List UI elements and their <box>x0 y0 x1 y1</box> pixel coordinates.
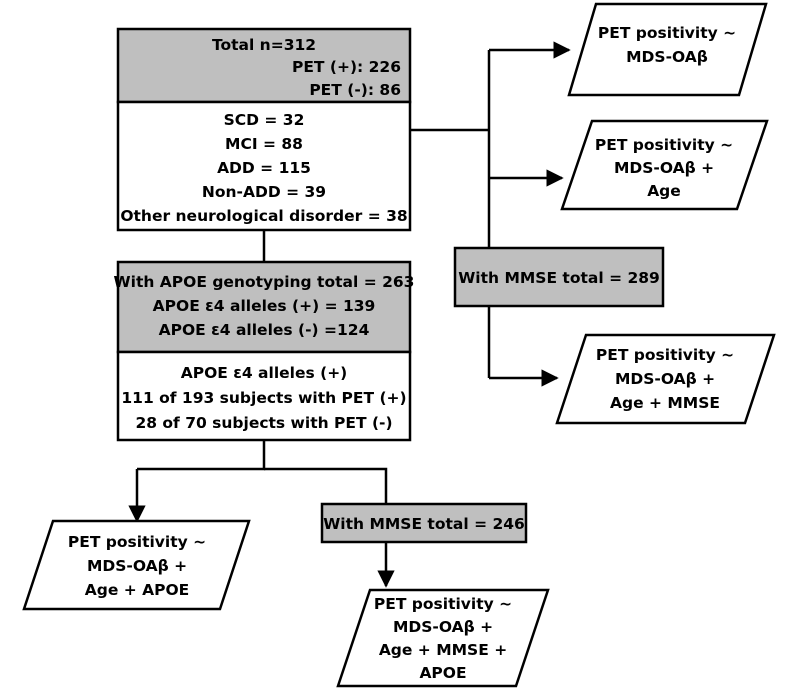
model-2-line: PET positivity ~ <box>595 136 733 154</box>
apoe-line: APOE ε4 alleles (-) =124 <box>159 321 370 339</box>
apoe-box-header <box>116 260 412 354</box>
model-1-shape <box>567 2 768 97</box>
model-5-line: APOE <box>419 664 466 682</box>
model-4-line: MDS-OAβ + <box>87 557 187 575</box>
total-title: Total n=312 <box>212 36 316 54</box>
diagnosis-line: Other neurological disorder = 38 <box>120 207 407 225</box>
total-pet-negative: PET (-): 86 <box>309 81 401 99</box>
total-box: Total n=312 PET (+): 226 PET (-): 86 SCD… <box>116 27 412 232</box>
model-2-line: Age <box>647 182 681 200</box>
apoe-detail-line: 28 of 70 subjects with PET (-) <box>135 414 392 432</box>
model-5-parallelogram: PET positivity ~ MDS-OAβ + Age + MMSE + … <box>336 588 550 688</box>
total-box-header <box>116 27 412 104</box>
apoe-line: With APOE genotyping total = 263 <box>114 273 415 291</box>
apoe-line: APOE ε4 alleles (+) = 139 <box>153 297 376 315</box>
diagnosis-line: Non-ADD = 39 <box>202 183 326 201</box>
connector-apoe-to-bottom-branch <box>137 440 266 471</box>
apoe-detail-line: APOE ε4 alleles (+) <box>181 364 348 382</box>
diagnosis-line: ADD = 115 <box>217 159 311 177</box>
model-1-line: MDS-OAβ <box>626 48 708 66</box>
mmse-right-box: With MMSE total = 289 <box>453 246 665 308</box>
mmse-bottom-box-rect <box>320 502 528 544</box>
model-3-shape <box>555 333 776 425</box>
model-2-parallelogram: PET positivity ~ MDS-OAβ + Age <box>560 119 769 211</box>
model-5-line: Age + MMSE + <box>379 641 507 659</box>
connector-to-mmse-bottom <box>264 467 388 504</box>
diagnosis-line: SCD = 32 <box>224 111 305 129</box>
model-1-parallelogram: PET positivity ~ MDS-OAβ <box>567 2 768 97</box>
model-5-line: PET positivity ~ <box>374 595 512 613</box>
model-2-shape <box>560 119 769 211</box>
model-5-shape <box>336 588 550 688</box>
model-1-line: PET positivity ~ <box>598 24 736 42</box>
model-2-line: MDS-OAβ + <box>614 159 714 177</box>
model-3-line: PET positivity ~ <box>596 346 734 364</box>
mmse-right-box-rect <box>453 246 665 308</box>
mmse-bottom-label: With MMSE total = 246 <box>323 515 525 533</box>
connectors <box>128 41 571 588</box>
model-4-shape <box>22 519 251 611</box>
model-3-line: Age + MMSE <box>610 394 720 412</box>
apoe-detail-line: 111 of 193 subjects with PET (+) <box>121 389 406 407</box>
mmse-bottom-box: With MMSE total = 246 <box>320 502 528 544</box>
model-3-parallelogram: PET positivity ~ MDS-OAβ + Age + MMSE <box>555 333 776 425</box>
model-5-line: MDS-OAβ + <box>393 618 493 636</box>
model-3-line: MDS-OAβ + <box>615 370 715 388</box>
model-4-parallelogram: PET positivity ~ MDS-OAβ + Age + APOE <box>22 519 251 611</box>
mmse-right-label: With MMSE total = 289 <box>458 269 660 287</box>
apoe-box: With APOE genotyping total = 263 APOE ε4… <box>114 260 415 442</box>
diagnosis-line: MCI = 88 <box>225 135 303 153</box>
model-4-line: PET positivity ~ <box>68 533 206 551</box>
total-pet-positive: PET (+): 226 <box>292 58 401 76</box>
total-box-body <box>116 100 412 232</box>
apoe-box-body <box>116 350 412 442</box>
model-4-line: Age + APOE <box>85 581 190 599</box>
